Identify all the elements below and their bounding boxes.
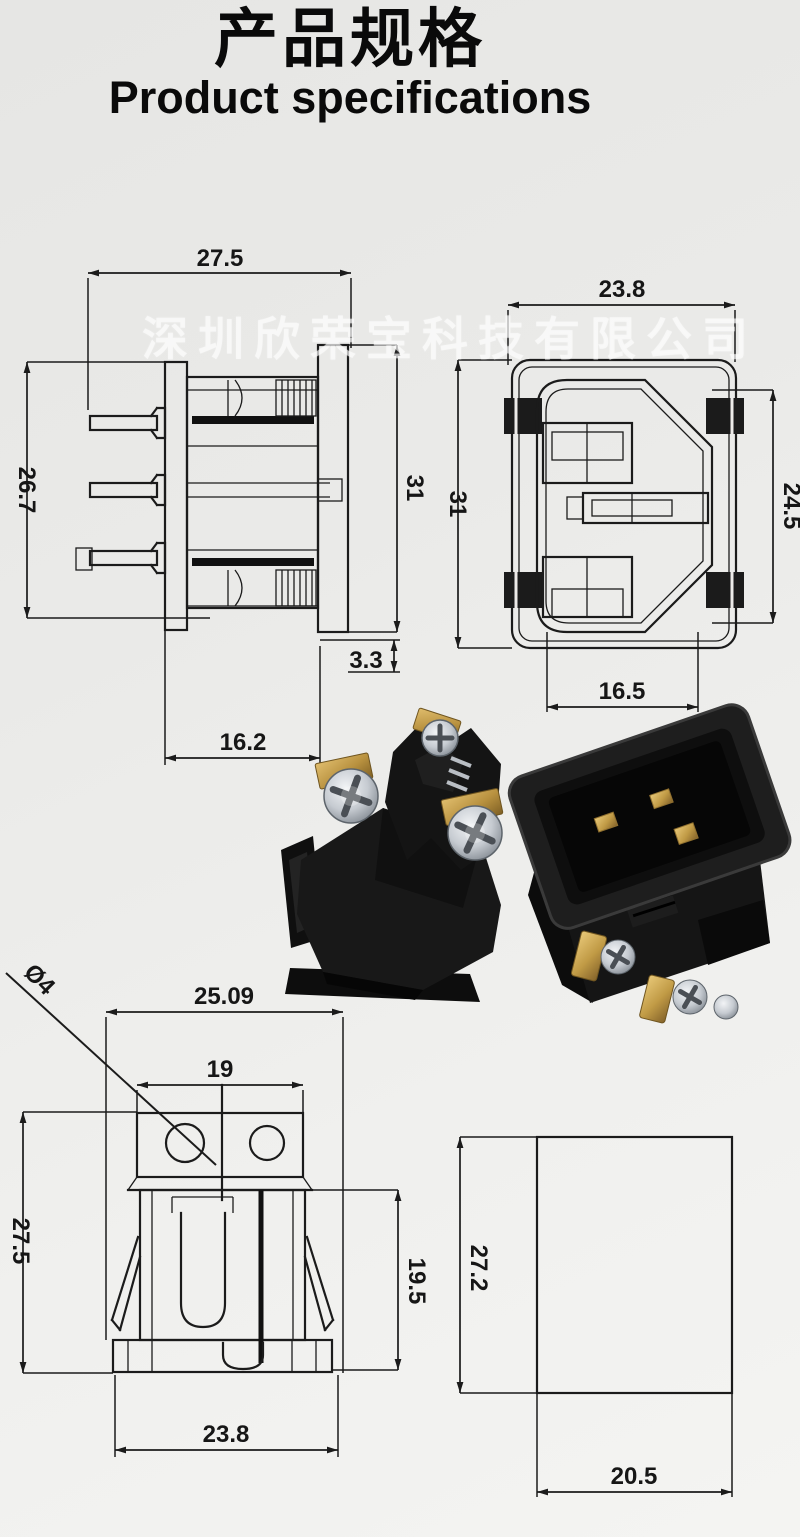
socket-recess-outline	[535, 378, 714, 634]
rear-plate	[316, 343, 350, 634]
dimension-arrow	[88, 269, 99, 277]
pin	[649, 788, 674, 810]
dimension-arrow	[165, 754, 176, 762]
dim-cutout-height: 27.2	[465, 1245, 492, 1292]
dimension-arrow	[769, 390, 777, 401]
foot-flange	[111, 1338, 334, 1374]
screw-spring	[446, 756, 472, 792]
product-photo-rear	[281, 707, 504, 1002]
dimension-arrow	[687, 703, 698, 711]
screw-terminal-top-detail	[187, 379, 318, 447]
dimension-arrow	[721, 1488, 732, 1496]
dimension-arrow	[390, 640, 398, 651]
dimension-arrow	[394, 1190, 402, 1201]
dimension-arrow	[769, 612, 777, 623]
dimension-arrow	[393, 621, 401, 632]
pin	[593, 811, 619, 833]
cutout-rect	[535, 1135, 734, 1395]
dimension-arrow	[23, 607, 31, 618]
dimension-arrow	[456, 1382, 464, 1393]
ground-pin	[171, 1190, 265, 1371]
screw-hole	[164, 1122, 206, 1164]
dimension-arrow	[537, 1488, 548, 1496]
dim-back-hole-span: 19	[207, 1056, 234, 1083]
dimension-arrow	[394, 1359, 402, 1370]
dim-cutout-width: 20.5	[611, 1463, 658, 1490]
dim-front-height-left: 31	[444, 491, 471, 518]
dimension-arrow	[454, 637, 462, 648]
body-outline	[185, 375, 320, 610]
dimension-arrow	[309, 754, 320, 762]
dimension-arrow	[332, 1008, 343, 1016]
dim-side-height-left: 26.7	[13, 467, 40, 514]
latch-wings	[110, 1235, 335, 1332]
dimension-arrow	[19, 1112, 27, 1123]
dim-back-width-bottom: 23.8	[203, 1421, 250, 1448]
panel-cutout-drawing: 27.2 20.5	[456, 1135, 734, 1497]
dim-front-width-bottom: 16.5	[599, 678, 646, 705]
mounting-tabs	[504, 398, 744, 608]
phillips-screw	[447, 805, 503, 861]
pin	[673, 822, 699, 846]
center-pin-detail	[187, 478, 343, 502]
bezel-outline	[510, 358, 738, 650]
product-photo-front	[507, 703, 792, 1024]
screw-terminal-bottom-detail	[187, 549, 318, 607]
bottom-terminals	[570, 930, 739, 1024]
dimension-arrow	[340, 269, 351, 277]
screw-hole	[248, 1124, 286, 1162]
flange-plate	[163, 360, 189, 632]
dim-side-height-right: 31	[401, 475, 428, 502]
phillips-screw	[323, 768, 379, 824]
dimension-arrow	[292, 1081, 303, 1089]
dim-side-width-top: 27.5	[197, 245, 244, 272]
dim-back-height-right: 19.5	[403, 1258, 430, 1305]
dimension-arrow	[724, 301, 735, 309]
rear-view-drawing: Ø4 25.09 19	[5, 959, 430, 1457]
dim-side-flange-offset: 3.3	[349, 647, 382, 674]
dimension-arrow	[137, 1081, 148, 1089]
dimension-arrow	[23, 362, 31, 373]
dimension-arrow	[390, 661, 398, 672]
side-view-drawing: 27.5	[13, 245, 428, 765]
dimension-arrow	[454, 360, 462, 371]
dim-back-hole-dia: Ø4	[18, 959, 60, 1001]
dim-front-width-top: 23.8	[599, 276, 646, 303]
dimension-arrow	[327, 1446, 338, 1454]
phillips-screw	[421, 719, 459, 757]
dimension-arrow	[106, 1008, 117, 1016]
socket-face	[507, 703, 792, 930]
leader-line	[5, 972, 217, 1166]
dimension-arrow	[393, 345, 401, 356]
page-title: 产品规格	[214, 3, 486, 75]
terminal-pin-bottom	[75, 541, 167, 575]
dim-front-height-right: 24.5	[778, 483, 800, 530]
page-subtitle: Product specifications	[108, 72, 592, 124]
title-block: 产品规格 Product specifications	[0, 0, 700, 120]
terminal-block	[135, 1111, 305, 1179]
dimension-arrow	[19, 1362, 27, 1373]
dim-back-height-left: 27.5	[7, 1218, 34, 1265]
terminal-pin-top	[88, 406, 167, 440]
dimension-arrow	[508, 301, 519, 309]
front-view-drawing: 23.8	[444, 276, 800, 712]
terminal-pin-middle	[88, 473, 167, 507]
dimension-arrow	[547, 703, 558, 711]
dimension-arrow	[115, 1446, 126, 1454]
dimension-arrow	[456, 1137, 464, 1148]
pin-slots	[541, 421, 710, 619]
dim-back-width-top: 25.09	[194, 983, 254, 1010]
dim-side-body-width: 16.2	[220, 729, 267, 756]
